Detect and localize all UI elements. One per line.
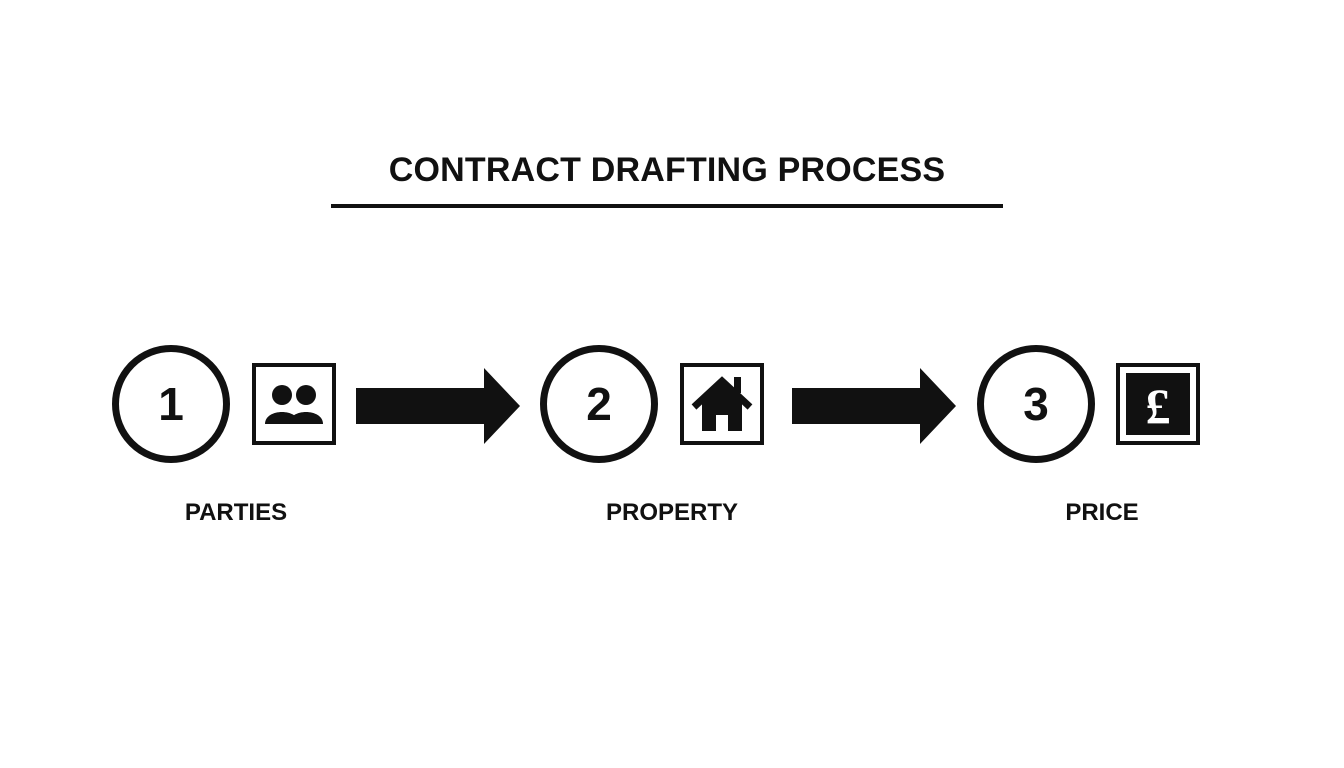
- title-underline: [331, 204, 1003, 208]
- pound-sign-icon: £: [1116, 363, 1200, 445]
- house-icon: [680, 363, 764, 445]
- step-3-number-circle: 3: [977, 345, 1095, 463]
- step-1-number-circle: 1: [112, 345, 230, 463]
- arrow-right-icon: [792, 368, 956, 444]
- step-1-label: PARTIES: [184, 499, 288, 526]
- arrow-right-icon: [356, 368, 520, 444]
- step-2-label: PROPERTY: [605, 499, 739, 526]
- diagram-title: CONTRACT DRAFTING PROCESS: [388, 151, 946, 189]
- people-icon: [252, 363, 336, 445]
- pound-glyph: £: [1146, 378, 1171, 434]
- step-2-number-circle: 2: [540, 345, 658, 463]
- step-3-label: PRICE: [1065, 499, 1139, 526]
